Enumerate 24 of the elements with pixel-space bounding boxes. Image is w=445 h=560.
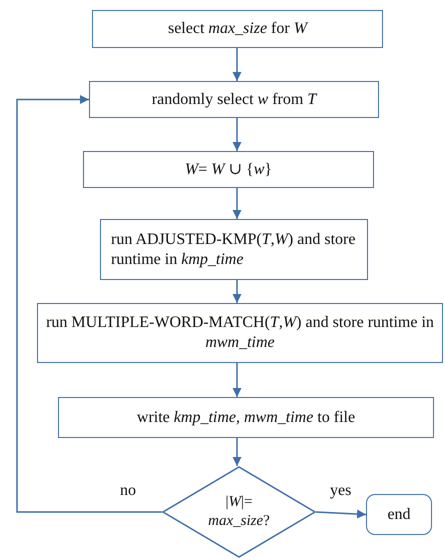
process-box bbox=[37, 303, 443, 363]
node-text: end bbox=[387, 504, 411, 524]
node-text: run ADJUSTED-KMP(T,W) and store runtime in kmp_time bbox=[111, 230, 356, 270]
arrow bbox=[232, 188, 242, 219]
node-text: W= W ∪ {w} bbox=[184, 160, 272, 180]
arrow bbox=[316, 510, 366, 519]
arrow bbox=[232, 118, 242, 151]
node-text: write kmp_time, mwm_time to file bbox=[136, 408, 356, 428]
process-box bbox=[89, 81, 379, 118]
arrow bbox=[232, 48, 242, 81]
arrow bbox=[232, 363, 242, 397]
arrow bbox=[232, 438, 242, 466]
node-text: run MULTIPLE-WORD-MATCH(T,W) and store runtime in mwm_time bbox=[45, 313, 435, 353]
terminal-box bbox=[366, 494, 432, 535]
arrow bbox=[232, 280, 242, 303]
decision-diamond bbox=[162, 466, 316, 558]
process-box bbox=[58, 397, 434, 438]
node-text: select max_size for W bbox=[168, 19, 308, 39]
arrow bbox=[16, 95, 162, 513]
process-box bbox=[100, 219, 368, 280]
process-box bbox=[92, 10, 383, 48]
node-text: randomly select w from T bbox=[152, 90, 316, 110]
process-box bbox=[83, 151, 374, 188]
node-text: |W|= max_size? bbox=[207, 493, 271, 531]
